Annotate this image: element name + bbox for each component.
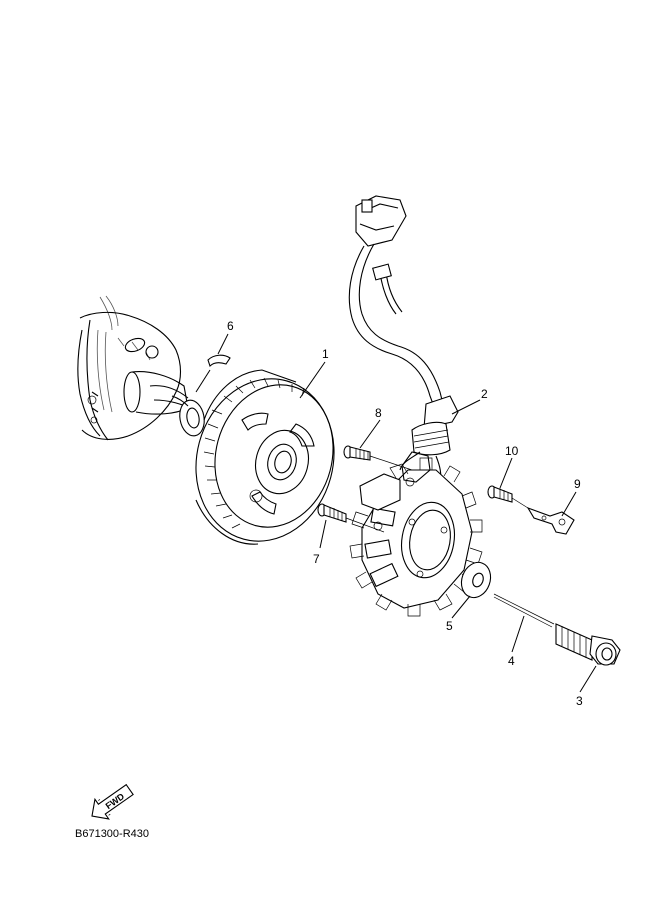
bolt-part: [555, 623, 621, 666]
callouts: 1 2 3 4 5 6 7 8 9 10: [227, 319, 583, 708]
callout-4: 4: [508, 654, 515, 668]
woodruff-key-part: [207, 354, 231, 368]
callout-3: 3: [576, 694, 583, 708]
callout-6: 6: [227, 319, 234, 333]
rotor-assembly-part: [195, 369, 335, 545]
reference-code: B671300-R430: [75, 828, 149, 840]
callout-10: 10: [505, 444, 519, 458]
forward-arrow-icon: FWD: [91, 783, 134, 820]
callout-7: 7: [313, 552, 320, 566]
screw-7-part: [317, 503, 385, 533]
callout-5: 5: [446, 619, 453, 633]
callout-8: 8: [375, 406, 382, 420]
stator-assembly-part: [348, 195, 483, 617]
screw-10-part: [487, 485, 529, 509]
crankshaft-drawing: [77, 295, 205, 441]
o-ring-part: [493, 593, 555, 628]
callout-2: 2: [481, 387, 488, 401]
clamp-part: [526, 506, 575, 535]
screw-8-part: [343, 445, 413, 471]
callout-1: 1: [322, 347, 329, 361]
callout-9: 9: [574, 477, 581, 491]
leader-lines: [195, 333, 597, 693]
